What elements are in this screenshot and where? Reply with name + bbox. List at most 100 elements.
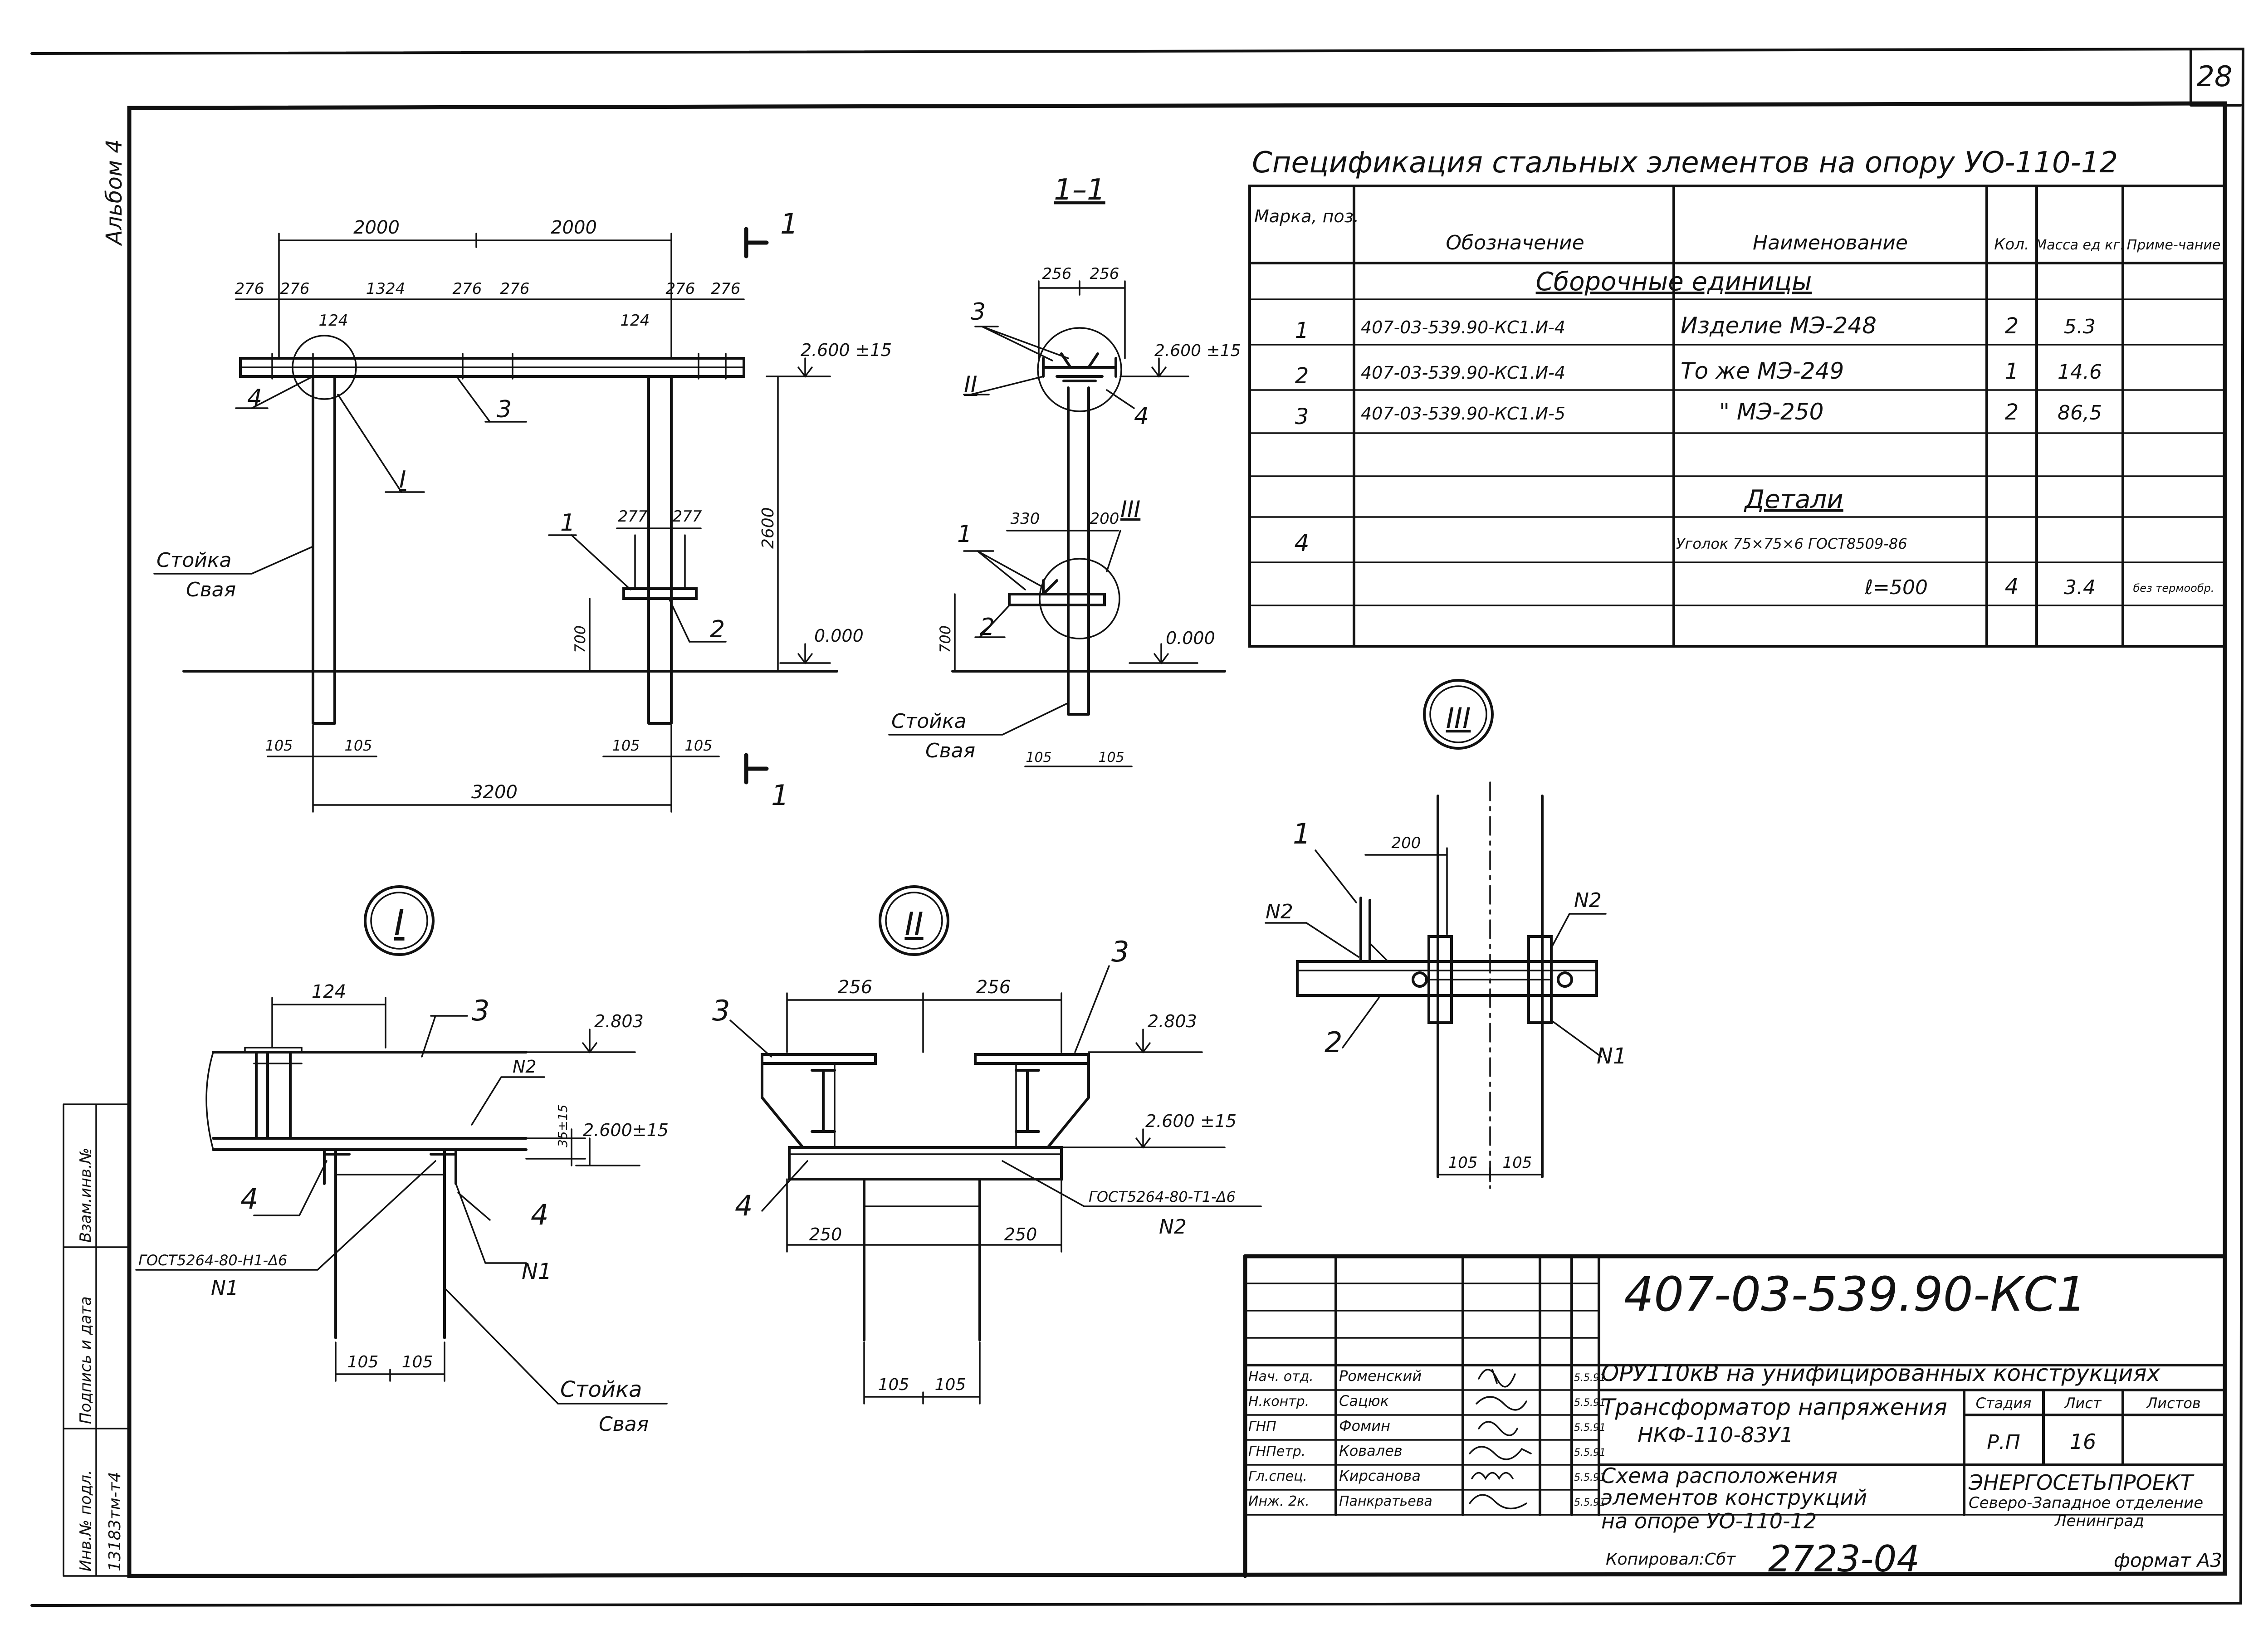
- detail-III: III 200 105 105 1 N2 N2 2 N1: [1265, 679, 1627, 1189]
- spec-title: Спецификация стальных элементов на опору…: [1252, 146, 2118, 180]
- dim-span-left: 2000: [353, 217, 400, 238]
- footer-format: формат А3: [2114, 1549, 2222, 1571]
- detI-dim-105-b: 105: [402, 1353, 433, 1371]
- stamp-role-row: Гл.спец. Кирсанова 5.5.91: [1248, 1467, 1606, 1484]
- stamp-role-name: Панкратьева: [1339, 1493, 1432, 1509]
- dim-277-a: 277: [618, 507, 648, 526]
- detII-callout-3b: 3: [1111, 935, 1129, 968]
- detII-dim-105-a: 105: [878, 1375, 909, 1394]
- title-block: 407-03-539.90-КС1 ОРУ110кВ на унифициров…: [1243, 1254, 2227, 1578]
- callout-3: 3: [497, 396, 512, 423]
- detIII-dim-105-a: 105: [1448, 1154, 1478, 1172]
- detIII-weld-n1: N1: [1597, 1044, 1627, 1069]
- side-replace-inv: Взам.инв.№: [77, 1148, 95, 1243]
- detII-callout-3a: 3: [712, 994, 730, 1027]
- detII-level-mid: 2.600 ±15: [1145, 1111, 1237, 1131]
- callout-1: 1: [560, 509, 575, 537]
- spec-row: 1 407-03-539.90-КС1.И-4 Изделие МЭ-248 2…: [1295, 312, 2096, 343]
- stamp-project: ОРУ110кВ на унифицированных конструкциях: [1601, 1360, 2160, 1386]
- stamp-role-name: Роменский: [1339, 1367, 1422, 1385]
- stamp-role: Нач. отд.: [1248, 1369, 1314, 1385]
- stamp-role-date: 5.5.91: [1574, 1397, 1606, 1409]
- spec-row-name: Изделие МЭ-248: [1681, 312, 1877, 339]
- detail-II: II 256 256 250 250 105 105 2.803 2.600 ±…: [712, 885, 1262, 1405]
- stamp-role-name: Фомин: [1339, 1417, 1390, 1434]
- detII-dim-105-b: 105: [935, 1375, 966, 1394]
- dim-276-b: 276: [280, 280, 310, 298]
- spec-row-mass: 86,5: [2058, 401, 2102, 424]
- footer: Копировал:Сбт 2723-04 формат А3: [1606, 1538, 2222, 1580]
- dim-276-a: 276: [235, 280, 264, 298]
- elevation-view: 2000 2000 276 276 124 1324 276 276 124 2…: [153, 207, 892, 813]
- stamp-sheets-label: Листов: [2146, 1395, 2201, 1412]
- stamp-role: Гл.спец.: [1248, 1468, 1307, 1484]
- stamp-drawing-2: элементов конструкций: [1601, 1485, 1867, 1510]
- sec-dim-256-a: 256: [1042, 265, 1072, 283]
- album-label: Альбом 4: [102, 139, 127, 246]
- spec-detail-name: Уголок 75×75×6 ГОСТ8509-86: [1676, 535, 1907, 552]
- dim-276-c: 276: [453, 280, 482, 298]
- spec-header-mass: Масса ед кг.: [2035, 237, 2124, 253]
- callout-detail-I: I: [399, 466, 406, 493]
- sec-post-label-stoika: Стойка: [891, 710, 966, 733]
- stamp-stage-label: Стадия: [1976, 1395, 2032, 1412]
- stamp-org-1: ЭНЕРГОСЕТЬПРОЕКТ: [1968, 1470, 2195, 1495]
- footer-copied: Копировал:Сбт: [1606, 1550, 1736, 1569]
- sec-callout-detail-III: III: [1120, 496, 1140, 522]
- page-number: 28: [2197, 60, 2233, 93]
- dim-shelf-height: 700: [572, 625, 589, 653]
- stamp-sheet: 16: [2070, 1429, 2097, 1454]
- section-1-1: 1–1 256 256 2.600 ±15 0.000 330 200 700 …: [888, 173, 1241, 767]
- spec-row-qty: 1: [2005, 359, 2019, 384]
- post-label-svaya: Свая: [186, 578, 236, 601]
- dim-span-right: 2000: [551, 217, 597, 238]
- spec-detail-row: 4 Уголок 75×75×6 ГОСТ8509-86 ℓ=500 4 3.4…: [1294, 530, 2214, 600]
- detII-dim-256-b: 256: [976, 977, 1011, 998]
- spec-row-code: 407-03-539.90-КС1.И-5: [1361, 404, 1565, 424]
- detI-post-label-svaya: Свая: [599, 1413, 649, 1436]
- sec-dim-105-b: 105: [1098, 750, 1124, 766]
- section-mark-bottom: 1: [771, 779, 789, 812]
- stamp-role-date: 5.5.91: [1574, 1422, 1606, 1434]
- post-label-stoika: Стойка: [156, 549, 231, 572]
- spec-row-qty: 2: [2005, 313, 2019, 339]
- stamp-role-date: 5.5.91: [1574, 1497, 1606, 1508]
- dim-height: 2600: [759, 507, 777, 549]
- detIII-weld-n2-left: N2: [1266, 900, 1293, 923]
- spec-row-code: 407-03-539.90-КС1.И-4: [1361, 317, 1565, 337]
- detIII-weld-n2-right: N2: [1574, 889, 1602, 912]
- stamp-role-name: Ковалев: [1339, 1442, 1403, 1459]
- stamp-role-row: ГНП Фомин 5.5.91: [1248, 1417, 1606, 1434]
- detail-I-marker: [292, 335, 357, 400]
- sec-dim-330: 330: [1011, 510, 1040, 528]
- stamp-role-name: Кирсанова: [1339, 1467, 1421, 1484]
- stamp-object-2: НКФ-110-83У1: [1637, 1423, 1794, 1447]
- side-inv-value: 13183тм-т4: [106, 1472, 124, 1571]
- detII-weld-std-n: N2: [1159, 1215, 1187, 1239]
- stamp-role-row: Инж. 2к. Панкратьева 5.5.91: [1248, 1493, 1606, 1509]
- detIII-callout-1: 1: [1293, 817, 1310, 850]
- spec-row: 3 407-03-539.90-КС1.И-5 " МЭ-250 2 86,5: [1295, 399, 2102, 429]
- spec-row-name: То же МЭ-249: [1681, 358, 1844, 384]
- signatures: [1469, 1369, 1532, 1509]
- stamp-drawing-1: Схема расположения: [1601, 1463, 1838, 1488]
- stamp-org-2: Северо-Западное отделение: [1969, 1494, 2203, 1512]
- detail-II-label: II: [904, 906, 923, 943]
- spec-row-code: 407-03-539.90-КС1.И-4: [1361, 363, 1565, 383]
- dim-276-f: 276: [711, 280, 741, 298]
- detail-I: I 124 105 105 35±15 2.803 2.600±15 3 N2 …: [135, 885, 669, 1436]
- detI-callout-4a: 4: [240, 1182, 258, 1215]
- spec-row: 2 407-03-539.90-КС1.И-4 То же МЭ-249 1 1…: [1295, 358, 2102, 389]
- detII-callout-4: 4: [735, 1189, 753, 1222]
- callout-2: 2: [710, 616, 725, 643]
- spec-detail-mass: 3.4: [2064, 576, 2096, 599]
- sheet-frame: 28 Альбом 4: [30, 47, 2245, 1607]
- sec-dim-256-b: 256: [1090, 265, 1119, 283]
- detI-weld-std: ГОСТ5264-80-Н1-Δ6: [138, 1252, 287, 1269]
- spec-group-details: Детали: [1743, 485, 1843, 514]
- stamp-role: ГНПетр.: [1248, 1444, 1305, 1459]
- detI-dim-35: 35±15: [555, 1104, 570, 1147]
- dim-105-c: 105: [612, 737, 640, 754]
- detI-level-mid: 2.600±15: [583, 1120, 669, 1140]
- sec-callout-4: 4: [1134, 403, 1149, 430]
